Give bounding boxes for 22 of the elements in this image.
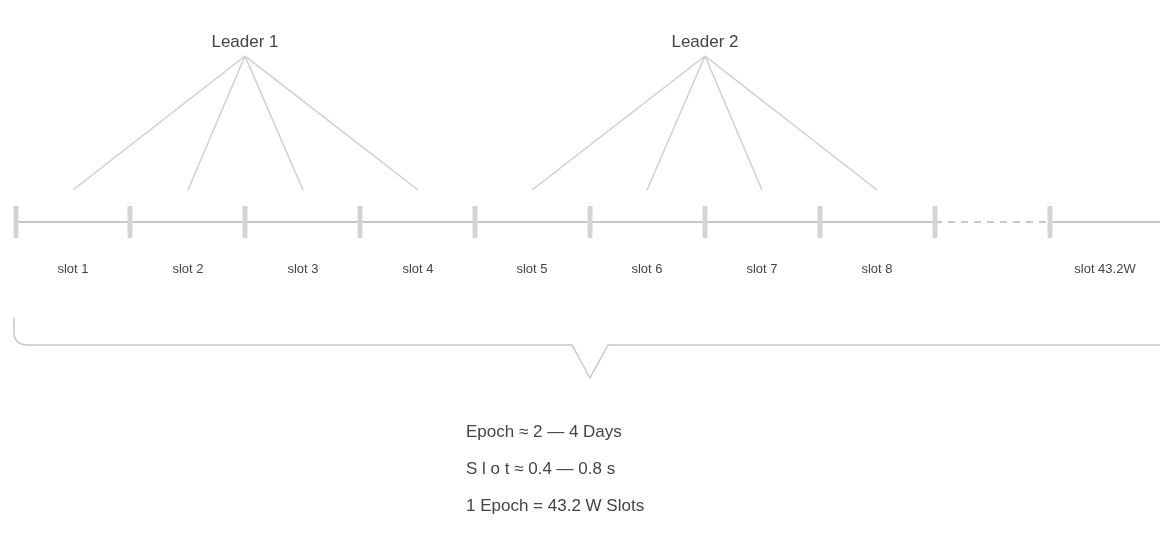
leader-line <box>244 55 419 191</box>
slot-label: slot 3 <box>287 259 319 278</box>
leader-line <box>704 55 878 191</box>
leader-line <box>72 55 246 191</box>
slot-label: slot 43.2W <box>1074 259 1136 278</box>
slot-label: slot 1 <box>57 259 89 278</box>
leader-line <box>646 55 706 191</box>
leader-line <box>187 55 246 191</box>
leader-label: Leader 1 <box>211 31 279 54</box>
slot-label: slot 6 <box>631 259 663 278</box>
note-text: Epoch ≈ 2 — 4 Days <box>466 421 623 443</box>
leader-line <box>704 55 763 191</box>
slot-label: slot 5 <box>516 259 548 278</box>
slot-label: slot 2 <box>172 259 204 278</box>
slot-label: slot 4 <box>402 259 434 278</box>
leader-label: Leader 2 <box>671 31 739 54</box>
slot-label: slot 7 <box>746 259 778 278</box>
note-text: S l o t ≈ 0.4 — 0.8 s <box>466 458 617 480</box>
slot-label: slot 8 <box>861 259 893 278</box>
leader-line <box>531 55 706 191</box>
leader-line <box>244 55 304 191</box>
note-text: 1 Epoch = 43.2 W Slots <box>466 495 645 517</box>
